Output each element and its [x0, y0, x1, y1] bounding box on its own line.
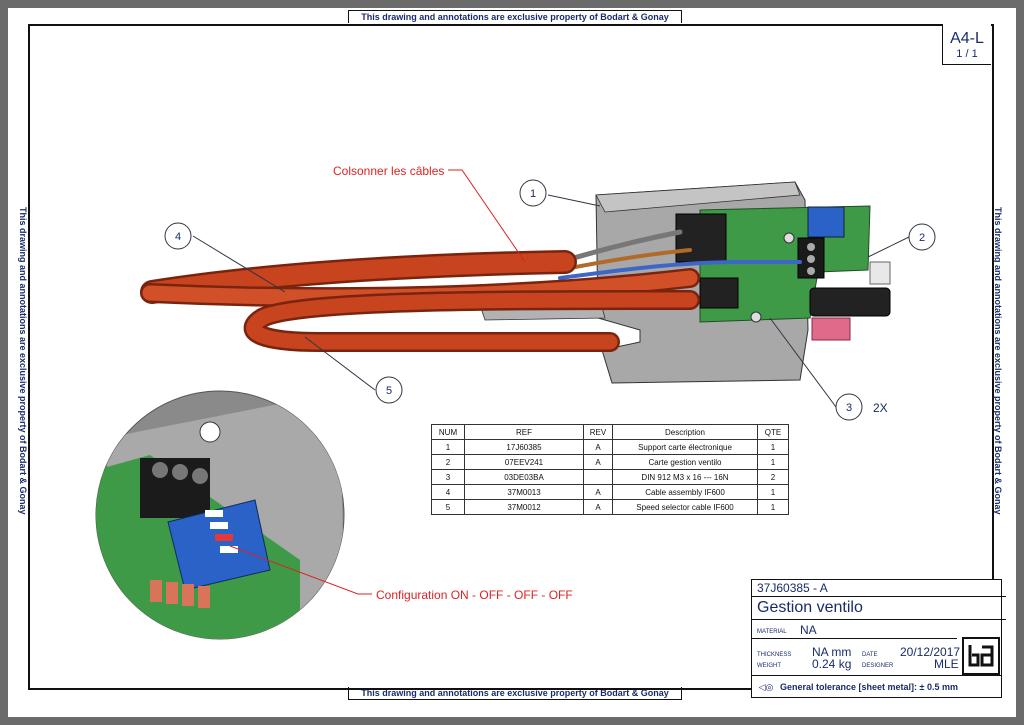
- detail-view: [95, 390, 345, 640]
- bom-cell: Speed selector cable IF600: [612, 499, 758, 515]
- bom-cell: 37M0013: [464, 484, 584, 500]
- bom-cell: [583, 469, 613, 485]
- balloon-3: [835, 393, 863, 421]
- edge-notice-top: This drawing and annotations are exclusi…: [348, 10, 682, 23]
- bom-cell: 3: [431, 469, 465, 485]
- detail-dip-switch: [167, 499, 271, 591]
- weight-value: 0.24 kg: [812, 657, 852, 671]
- annotation-qty-2x: 2X: [873, 401, 888, 415]
- thickness-label: THICKNESS: [757, 652, 792, 658]
- designer-value: MLE: [934, 657, 959, 671]
- balloon-label-3: 3: [846, 402, 852, 414]
- designer-label: DESIGNER: [862, 663, 894, 669]
- bom-header-description: Description: [612, 424, 758, 440]
- table-row: 5 37M0012 A Speed selector cable IF600 1: [431, 499, 789, 515]
- part-reference: 37J60385 - A: [752, 580, 1006, 597]
- connector-top: [675, 213, 727, 263]
- company-logo: [962, 637, 1000, 675]
- bom-header-num: NUM: [431, 424, 465, 440]
- bom-cell: 5: [431, 499, 465, 515]
- bom-header-rev: REV: [583, 424, 613, 440]
- bom-cell: A: [583, 439, 613, 455]
- bom-cell: 07EEV241: [464, 454, 584, 470]
- drawing-frame: [28, 24, 994, 690]
- thickness-value: NA mm: [812, 645, 852, 659]
- leader-lines: [192, 169, 910, 595]
- material-label: MATERIAL: [757, 629, 787, 635]
- bg-logo-icon: [968, 645, 994, 667]
- weight-label: WEIGHT: [757, 663, 781, 669]
- bom-cell: Support carte électronique: [612, 439, 758, 455]
- bom-cell: A: [583, 499, 613, 515]
- balloon-label-5: 5: [386, 385, 392, 397]
- table-row: 3 03DE03BA DIN 912 M3 x 16 --- 16N 2: [431, 469, 789, 485]
- format-box: A4-L 1 / 1: [942, 24, 991, 65]
- bom-cell: DIN 912 M3 x 16 --- 16N: [612, 469, 758, 485]
- drawing-title: Gestion ventilo: [752, 597, 1006, 620]
- red-clip: [811, 317, 851, 341]
- date-label: DATE: [862, 652, 878, 658]
- table-row: 2 07EEV241 A Carte gestion ventilo 1: [431, 454, 789, 470]
- bom-header-qte: QTE: [757, 424, 789, 440]
- bom-cell: 17J60385: [464, 439, 584, 455]
- screw: [750, 311, 762, 323]
- bom-cell: 03DE03BA: [464, 469, 584, 485]
- bom-cell: 1: [757, 439, 789, 455]
- projection-symbol-icon: ◁◎: [758, 682, 774, 692]
- edge-notice-bottom: This drawing and annotations are exclusi…: [348, 687, 682, 700]
- bom-cell: Cable assembly IF600: [612, 484, 758, 500]
- format-size: A4-L: [950, 30, 984, 47]
- general-tolerance: ◁◎ General tolerance [sheet metal]: ± 0.5…: [752, 675, 1001, 698]
- dip-switch: [807, 206, 845, 238]
- bom-cell: 1: [757, 499, 789, 515]
- bom-cell: 2: [757, 469, 789, 485]
- bom-cell: 2: [431, 454, 465, 470]
- bom-cell: 1: [431, 439, 465, 455]
- material-value: NA: [800, 623, 817, 637]
- balloons: [164, 179, 936, 421]
- led: [869, 261, 891, 285]
- bom-cell: 1: [757, 454, 789, 470]
- edge-notice-right: This drawing and annotations are exclusi…: [992, 193, 1004, 528]
- balloon-2: [908, 223, 936, 251]
- tolerance-text: General tolerance [sheet metal]: ± 0.5 m…: [780, 682, 959, 692]
- bom-header-row: NUM REF REV Description QTE: [431, 424, 789, 440]
- annotation-config: Configuration ON - OFF - OFF - OFF: [376, 588, 573, 602]
- balloon-label-4: 4: [175, 231, 181, 243]
- date-value: 20/12/2017: [900, 645, 961, 659]
- bom-cell: 37M0012: [464, 499, 584, 515]
- title-block: 37J60385 - A Gestion ventilo MATERIAL NA…: [751, 579, 1006, 698]
- bill-of-materials: NUM REF REV Description QTE 1 17J60385 A…: [431, 424, 789, 515]
- table-row: 1 17J60385 A Support carte électronique …: [431, 439, 789, 455]
- balloon-label-1: 1: [530, 188, 536, 200]
- balloon-4: [164, 222, 192, 250]
- connector-bottom: [699, 277, 739, 309]
- table-row: 4 37M0013 A Cable assembly IF600 1: [431, 484, 789, 500]
- edge-notice-left: This drawing and annotations are exclusi…: [17, 193, 29, 528]
- bom-cell: 4: [431, 484, 465, 500]
- balloon-label-2: 2: [919, 232, 925, 244]
- bom-cell: A: [583, 484, 613, 500]
- bom-cell: A: [583, 454, 613, 470]
- red-cables: [140, 250, 700, 352]
- format-pages: 1 / 1: [956, 48, 978, 60]
- balloon-5: [375, 376, 403, 404]
- power-jack: [809, 287, 891, 317]
- bom-header-ref: REF: [464, 424, 584, 440]
- bom-cell: Carte gestion ventilo: [612, 454, 758, 470]
- balloon-1: [519, 179, 547, 207]
- annotation-cables: Colsonner les câbles: [333, 164, 445, 178]
- bom-cell: 1: [757, 484, 789, 500]
